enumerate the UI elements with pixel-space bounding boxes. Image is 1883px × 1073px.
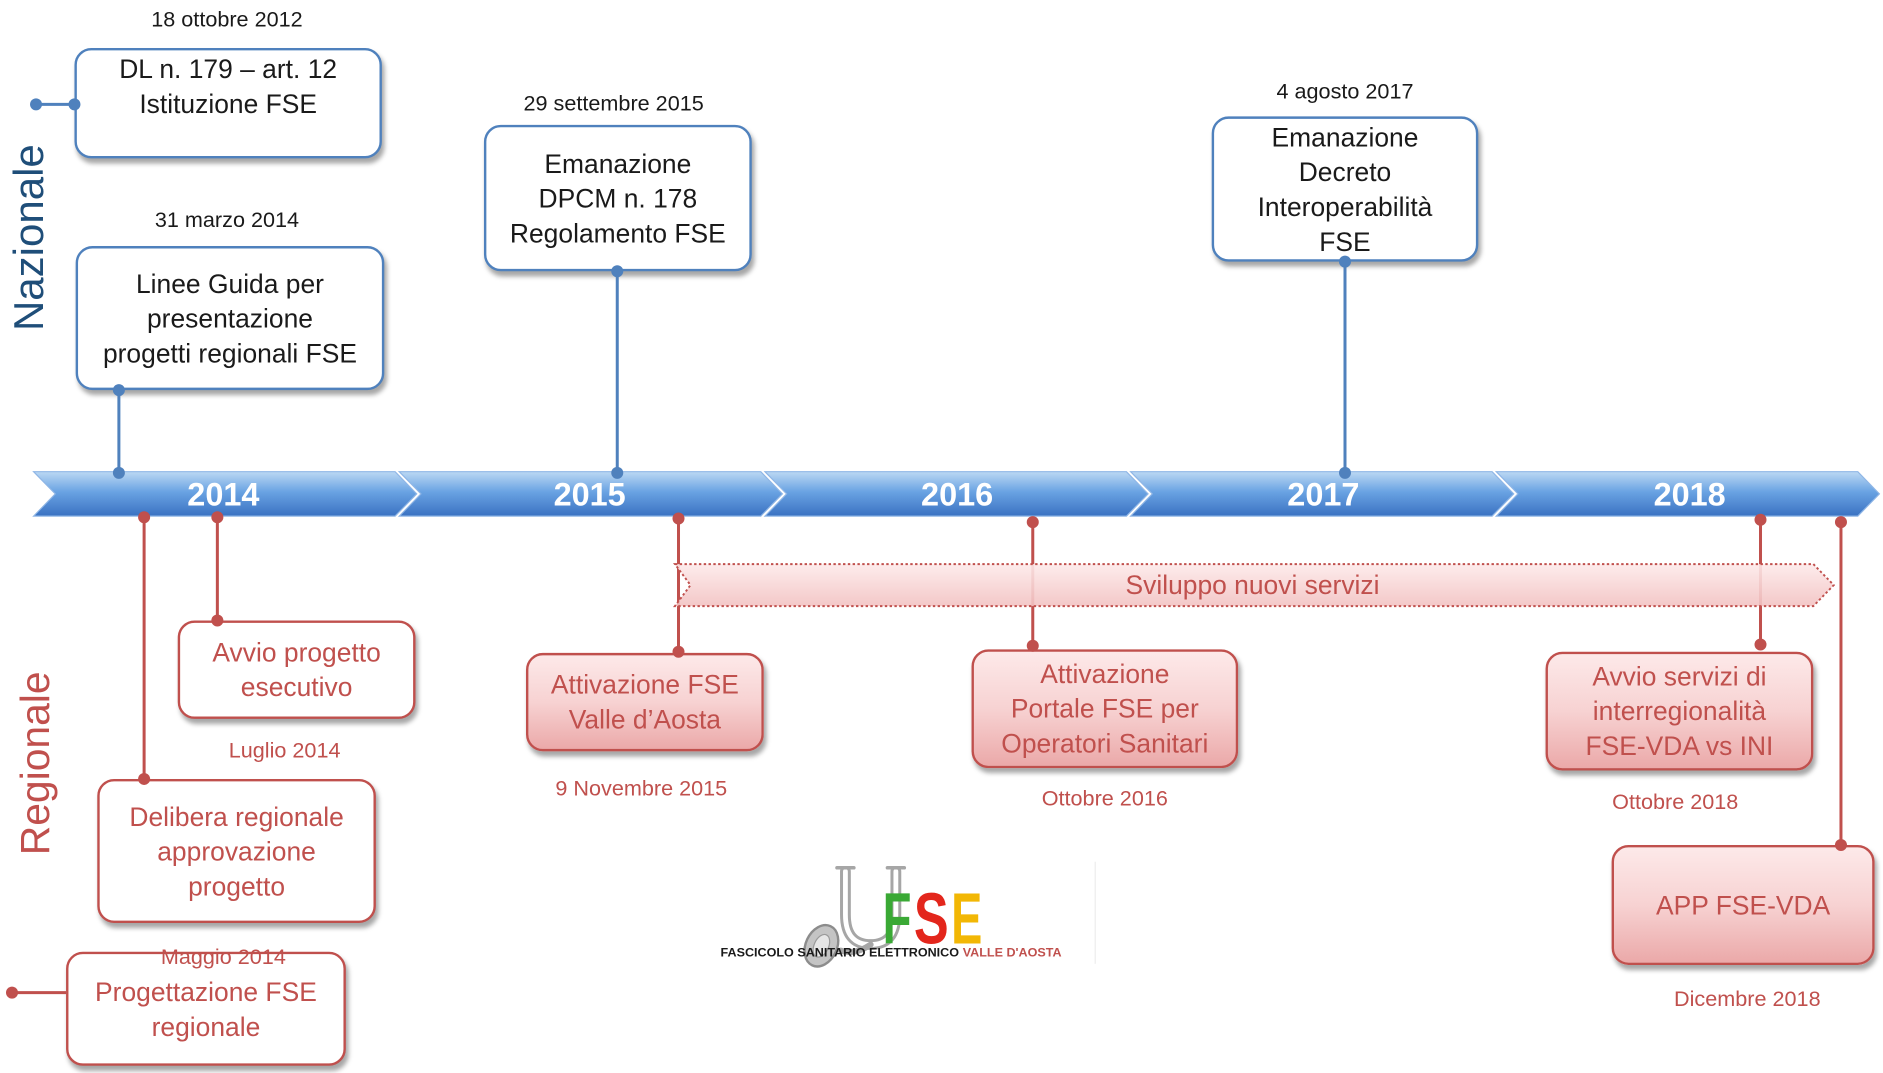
regional-event-date: Ottobre 2018 — [1612, 789, 1739, 814]
timeline-year-label: 2017 — [1287, 476, 1359, 512]
regional-event-box-avvio-progetto: Avvio progetto esecutivo — [177, 620, 416, 719]
logo-letter-e: E — [951, 879, 982, 959]
ongoing-development-bar: Sviluppo nuovi servizi — [672, 563, 1836, 608]
regional-event-date: Luglio 2014 — [228, 738, 341, 763]
regional-event-box-delibera: Delibera regionale approvazione progetto — [97, 778, 376, 923]
national-event-date: 4 agosto 2017 — [1276, 79, 1414, 104]
logo-letter-f: F — [883, 879, 912, 959]
event-text-line: Operatori Sanitari — [1001, 728, 1209, 759]
event-text-line: progetti regionali FSE — [102, 337, 358, 368]
timeline-segment-2018 — [1494, 471, 1881, 517]
event-text-line: APP FSE-VDA — [1655, 889, 1831, 920]
timeline-year-label: 2016 — [921, 476, 993, 512]
timeline-year-label: 2015 — [554, 476, 626, 512]
timeline-segment-2016 — [763, 471, 1149, 517]
regional-event-date: Dicembre 2018 — [1674, 986, 1821, 1011]
regional-event-date: Ottobre 2016 — [1041, 786, 1168, 811]
regional-event-date: Maggio 2014 — [160, 944, 286, 969]
national-event-date: 29 settembre 2015 — [523, 91, 704, 116]
national-event-box-decreto-interoperabilita: Emanazione Decreto Interoperabilità FSE — [1211, 116, 1479, 262]
regional-side-label: Regionale — [13, 671, 59, 856]
ongoing-bar-label: Sviluppo nuovi servizi — [1126, 570, 1380, 600]
event-text-line: DPCM n. 178 — [538, 183, 698, 214]
connector-dot — [672, 512, 685, 525]
connector-dot — [138, 511, 151, 524]
regional-event-box-attivazione-fse: Attivazione FSE Valle d’Aosta — [525, 652, 764, 752]
event-text-line: Attivazione FSE — [550, 669, 739, 700]
timeline-year-label: 2014 — [187, 476, 259, 512]
event-text-line: Valle d’Aosta — [568, 704, 722, 735]
event-text-line: approvazione — [157, 835, 316, 866]
ongoing-bar-shape — [672, 563, 1836, 608]
event-text-line: interregionalità — [1592, 696, 1767, 727]
stethoscope-icon — [803, 865, 907, 968]
national-event-date: 31 marzo 2014 — [154, 207, 300, 232]
event-text-line: esecutivo — [240, 672, 353, 703]
event-text-line: FSE-VDA vs INI — [1585, 730, 1774, 761]
event-text-line: DL n. 179 – art. 12 — [119, 54, 338, 85]
timeline-segment-2014 — [32, 471, 418, 517]
timeline-year-label: 2018 — [1654, 476, 1726, 512]
connector-dot — [1834, 516, 1847, 529]
national-event-date: 18 ottobre 2012 — [151, 7, 303, 32]
connector-dot — [611, 466, 624, 479]
event-text-line: Linee Guida per — [135, 268, 324, 299]
regional-event-box-progettazione: Progettazione FSE regionale — [66, 951, 346, 1066]
timeline-arrow: 2014 2015 2016 2017 2018 — [32, 471, 1881, 517]
event-text-line: Interoperabilità — [1257, 191, 1433, 222]
connector-dot — [1754, 513, 1767, 526]
regional-event-box-portale-operatori: Attivazione Portale FSE per Operatori Sa… — [971, 649, 1239, 769]
event-text-line: Emanazione — [544, 148, 692, 179]
connector-dot — [211, 511, 224, 524]
event-text-line: Delibera regionale — [129, 801, 344, 832]
national-event-box-linee-guida: Linee Guida per presentazione progetti r… — [75, 246, 385, 391]
national-event-box-dl-179: DL n. 179 – art. 12 Istituzione FSE — [74, 48, 382, 159]
logo-caption-region: VALLE D'AOSTA — [963, 946, 1062, 960]
connector-dot — [1338, 466, 1352, 479]
event-text-line: progetto — [188, 870, 286, 901]
event-text-line: Regolamento FSE — [509, 217, 726, 248]
regional-event-date: 9 Novembre 2015 — [555, 776, 728, 801]
event-text-line: Decreto — [1298, 156, 1392, 187]
event-text-line: Avvio servizi di — [1592, 661, 1767, 692]
logo-letter-s: S — [914, 879, 949, 959]
connector-dot — [1754, 638, 1767, 651]
timeline-segment-2017 — [1129, 471, 1515, 517]
connector-dot — [6, 986, 19, 999]
event-text-line: presentazione — [146, 303, 313, 334]
connector-dot — [112, 466, 125, 479]
event-text-line: Emanazione — [1271, 121, 1419, 152]
logo-caption-main: FASCICOLO SANITARIO ELETTRONICO — [721, 946, 960, 960]
event-text-line: Portale FSE per — [1010, 693, 1199, 724]
event-text-line: Istituzione FSE — [139, 88, 317, 119]
regional-event-box-app: APP FSE-VDA — [1611, 844, 1875, 965]
national-event-box-dpcm-178: Emanazione DPCM n. 178 Regolamento FSE — [483, 124, 752, 272]
event-text-line: regionale — [151, 1011, 261, 1042]
national-side-label: Nazionale — [6, 144, 53, 332]
event-text-line: Avvio progetto — [212, 637, 381, 668]
event-text-line: Attivazione — [1040, 658, 1170, 689]
connector-dot — [1026, 516, 1039, 529]
event-text-line: FSE — [1319, 226, 1371, 257]
timeline-segment-2015 — [397, 471, 784, 517]
event-text-line: Progettazione FSE — [95, 976, 317, 1007]
regional-event-box-interregionalita: Avvio servizi di interregionalità FSE-VD… — [1545, 651, 1814, 771]
